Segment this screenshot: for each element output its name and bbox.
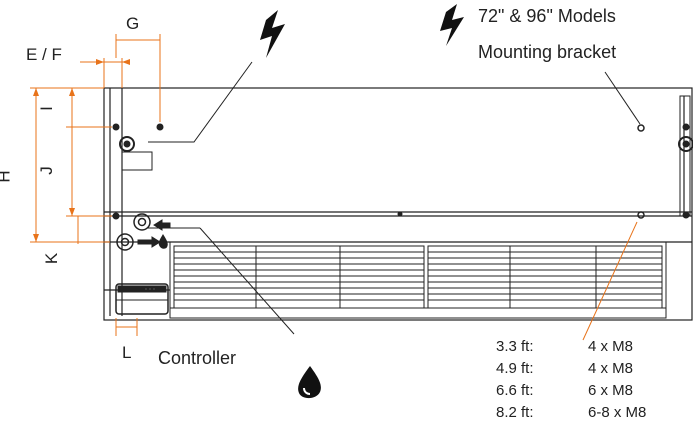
dimension-label-h: H — [0, 170, 14, 182]
dimension-arrows — [33, 59, 130, 242]
models-note: 72" & 96" Models — [478, 6, 616, 26]
dimension-label-e-f: E / F — [26, 45, 62, 64]
spec-count: 4 x M8 — [588, 360, 634, 377]
dimension-label-g: G — [126, 14, 140, 33]
leader-lines — [148, 61, 641, 335]
controller-box — [115, 283, 169, 315]
air-grille — [169, 241, 667, 319]
top-panel — [112, 123, 693, 171]
lightning-bolt-icon — [260, 10, 285, 58]
spec-count: 4 x M8 — [588, 338, 634, 355]
spec-count: 6-8 x M8 — [588, 404, 647, 421]
dimension-label-l: L — [122, 343, 132, 362]
mounting-hole-right — [678, 136, 693, 152]
spec-size: 8.2 ft: — [496, 404, 534, 421]
spec-size: 4.9 ft: — [496, 360, 534, 377]
dimension-lines — [30, 34, 161, 336]
water-connection-upper — [133, 213, 151, 231]
mounting-bracket-note: Mounting bracket — [478, 42, 617, 62]
dimension-label-k: K — [42, 252, 62, 265]
spec-size: 6.6 ft: — [496, 382, 534, 399]
dimension-label-i: I — [36, 106, 56, 111]
lightning-bolt-icon-legend — [440, 4, 464, 46]
dimension-label-j: J — [36, 166, 56, 175]
flow-arrow-out — [137, 236, 161, 248]
mounting-hole-left — [119, 136, 135, 152]
spec-size: 3.3 ft: — [496, 338, 534, 355]
water-connection-lower — [116, 233, 134, 251]
spec-count: 6 x M8 — [588, 382, 634, 399]
rail-fixtures — [112, 211, 690, 251]
controller-label: Controller — [158, 348, 237, 368]
unit-casing — [103, 87, 693, 321]
drain-drop-icon — [158, 234, 168, 249]
water-drop-icon — [298, 366, 321, 399]
